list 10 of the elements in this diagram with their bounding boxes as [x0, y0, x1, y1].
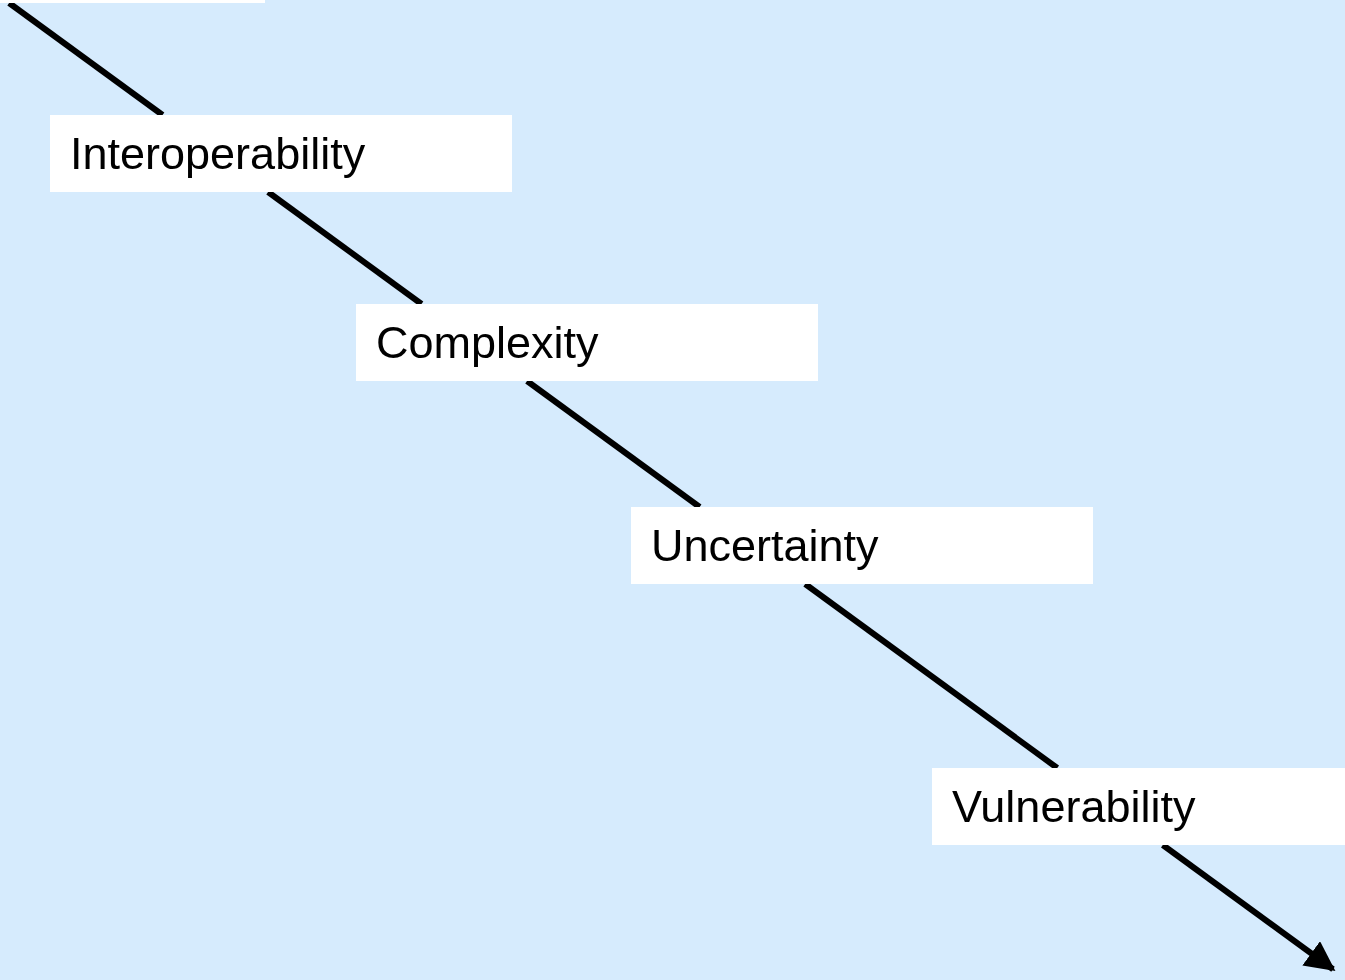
label-box — [356, 304, 818, 381]
connector-line — [7, 0, 165, 118]
box-label: Uncertainty — [651, 519, 879, 572]
box-label: Interoperability — [70, 127, 366, 180]
box-label: Vulnerability — [952, 780, 1196, 833]
box-label: Complexity — [376, 316, 599, 369]
label-box — [932, 768, 1345, 845]
box — [0, 0, 265, 3]
label-box — [50, 115, 512, 192]
label-box — [631, 507, 1093, 584]
